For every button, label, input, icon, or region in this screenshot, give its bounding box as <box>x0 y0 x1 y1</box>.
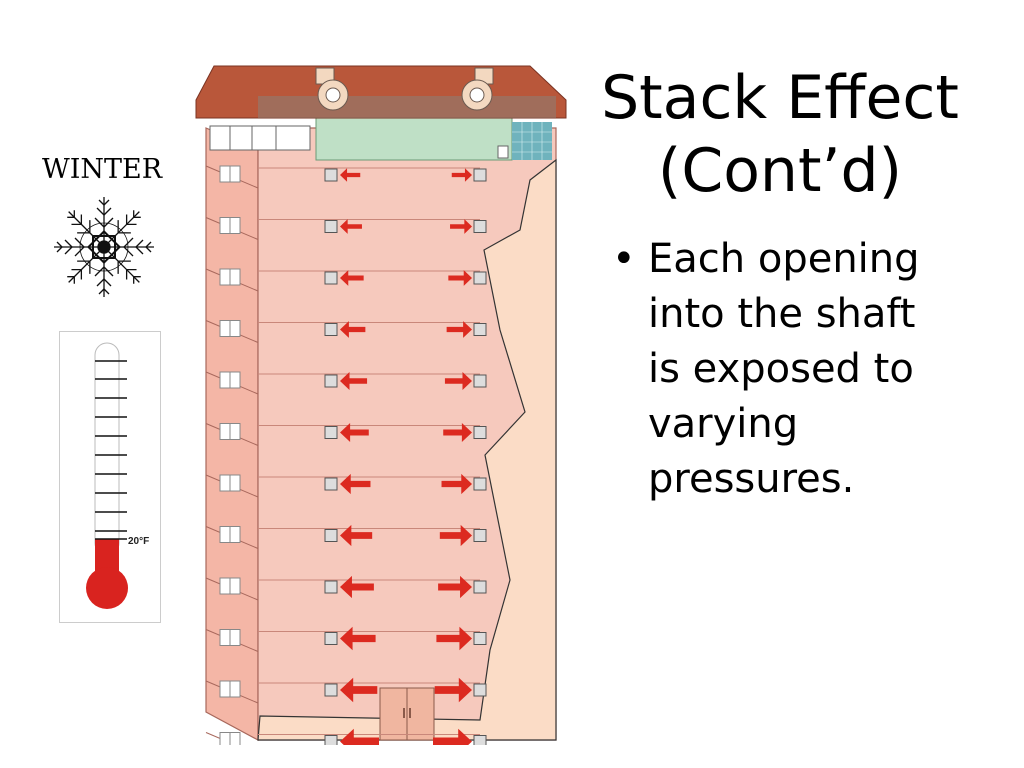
vent-icon <box>324 271 338 285</box>
vent-icon <box>324 632 338 645</box>
bullet-dot-icon: • <box>612 236 636 282</box>
slide-title: Stack Effect (Cont’d) <box>560 62 1000 208</box>
pressure-arrow-right <box>443 422 472 443</box>
pressure-arrow-right <box>433 728 472 745</box>
vent-icon <box>324 426 338 439</box>
vent-icon <box>324 477 338 491</box>
pressure-arrow-left <box>340 626 376 651</box>
pressure-arrow-left <box>340 372 368 390</box>
pressure-arrow-right <box>444 372 472 390</box>
floors-group <box>205 165 487 745</box>
thermometer-icon <box>59 331 161 623</box>
vent-icon <box>324 323 338 336</box>
season-label: WINTER <box>42 154 163 185</box>
pressure-arrow-left <box>340 524 373 547</box>
pressure-arrow-left <box>340 728 379 745</box>
thermometer-reading: 20°F <box>128 536 150 547</box>
vent-icon <box>324 529 338 542</box>
bullet-list: • Each opening into the shaft is exposed … <box>612 232 942 507</box>
vent-icon <box>473 374 487 388</box>
pressure-arrow-right <box>451 168 472 182</box>
bullet-item: • Each opening into the shaft is exposed … <box>612 232 942 507</box>
vent-icon <box>324 683 338 697</box>
pressure-arrow-right <box>436 626 472 651</box>
vent-icon <box>473 529 487 542</box>
pressure-arrow-right <box>448 270 472 286</box>
pressure-arrow-left <box>340 168 361 182</box>
pressure-arrow-right <box>446 321 472 338</box>
pressure-arrow-left <box>340 473 371 495</box>
bullet-text: Each opening into the shaft is exposed t… <box>648 236 920 502</box>
pressure-arrow-left <box>340 422 369 443</box>
vent-icon <box>324 220 338 233</box>
pressure-arrow-left <box>340 321 366 338</box>
title-line-1: Stack Effect <box>601 63 959 133</box>
pressure-arrow-right <box>450 219 472 234</box>
vent-icon <box>473 477 487 491</box>
pressure-arrow-right <box>438 575 472 599</box>
building-cutaway-diagram <box>195 65 567 745</box>
vent-icon <box>324 580 338 594</box>
vent-icon <box>324 735 338 745</box>
vent-icon <box>324 374 338 388</box>
pressure-arrow-right <box>439 524 472 547</box>
pressure-arrow-left <box>340 677 378 703</box>
vent-icon <box>473 632 487 645</box>
pressure-arrow-left <box>340 270 364 286</box>
title-line-2: (Cont’d) <box>657 136 903 206</box>
vent-icon <box>324 168 338 182</box>
vent-icon <box>473 580 487 594</box>
pressure-arrow-right <box>441 473 472 495</box>
vent-icon <box>473 426 487 439</box>
snowflake-icon <box>53 197 155 298</box>
vent-icon <box>473 220 487 233</box>
pressure-arrow-right <box>434 677 472 703</box>
vent-icon <box>473 168 487 182</box>
vent-icon <box>473 735 487 745</box>
pressure-arrow-left <box>340 219 362 234</box>
building-structure <box>195 65 567 742</box>
vent-icon <box>473 323 487 336</box>
pressure-arrow-left <box>340 575 374 599</box>
vent-icon <box>473 271 487 285</box>
vent-icon <box>473 683 487 697</box>
